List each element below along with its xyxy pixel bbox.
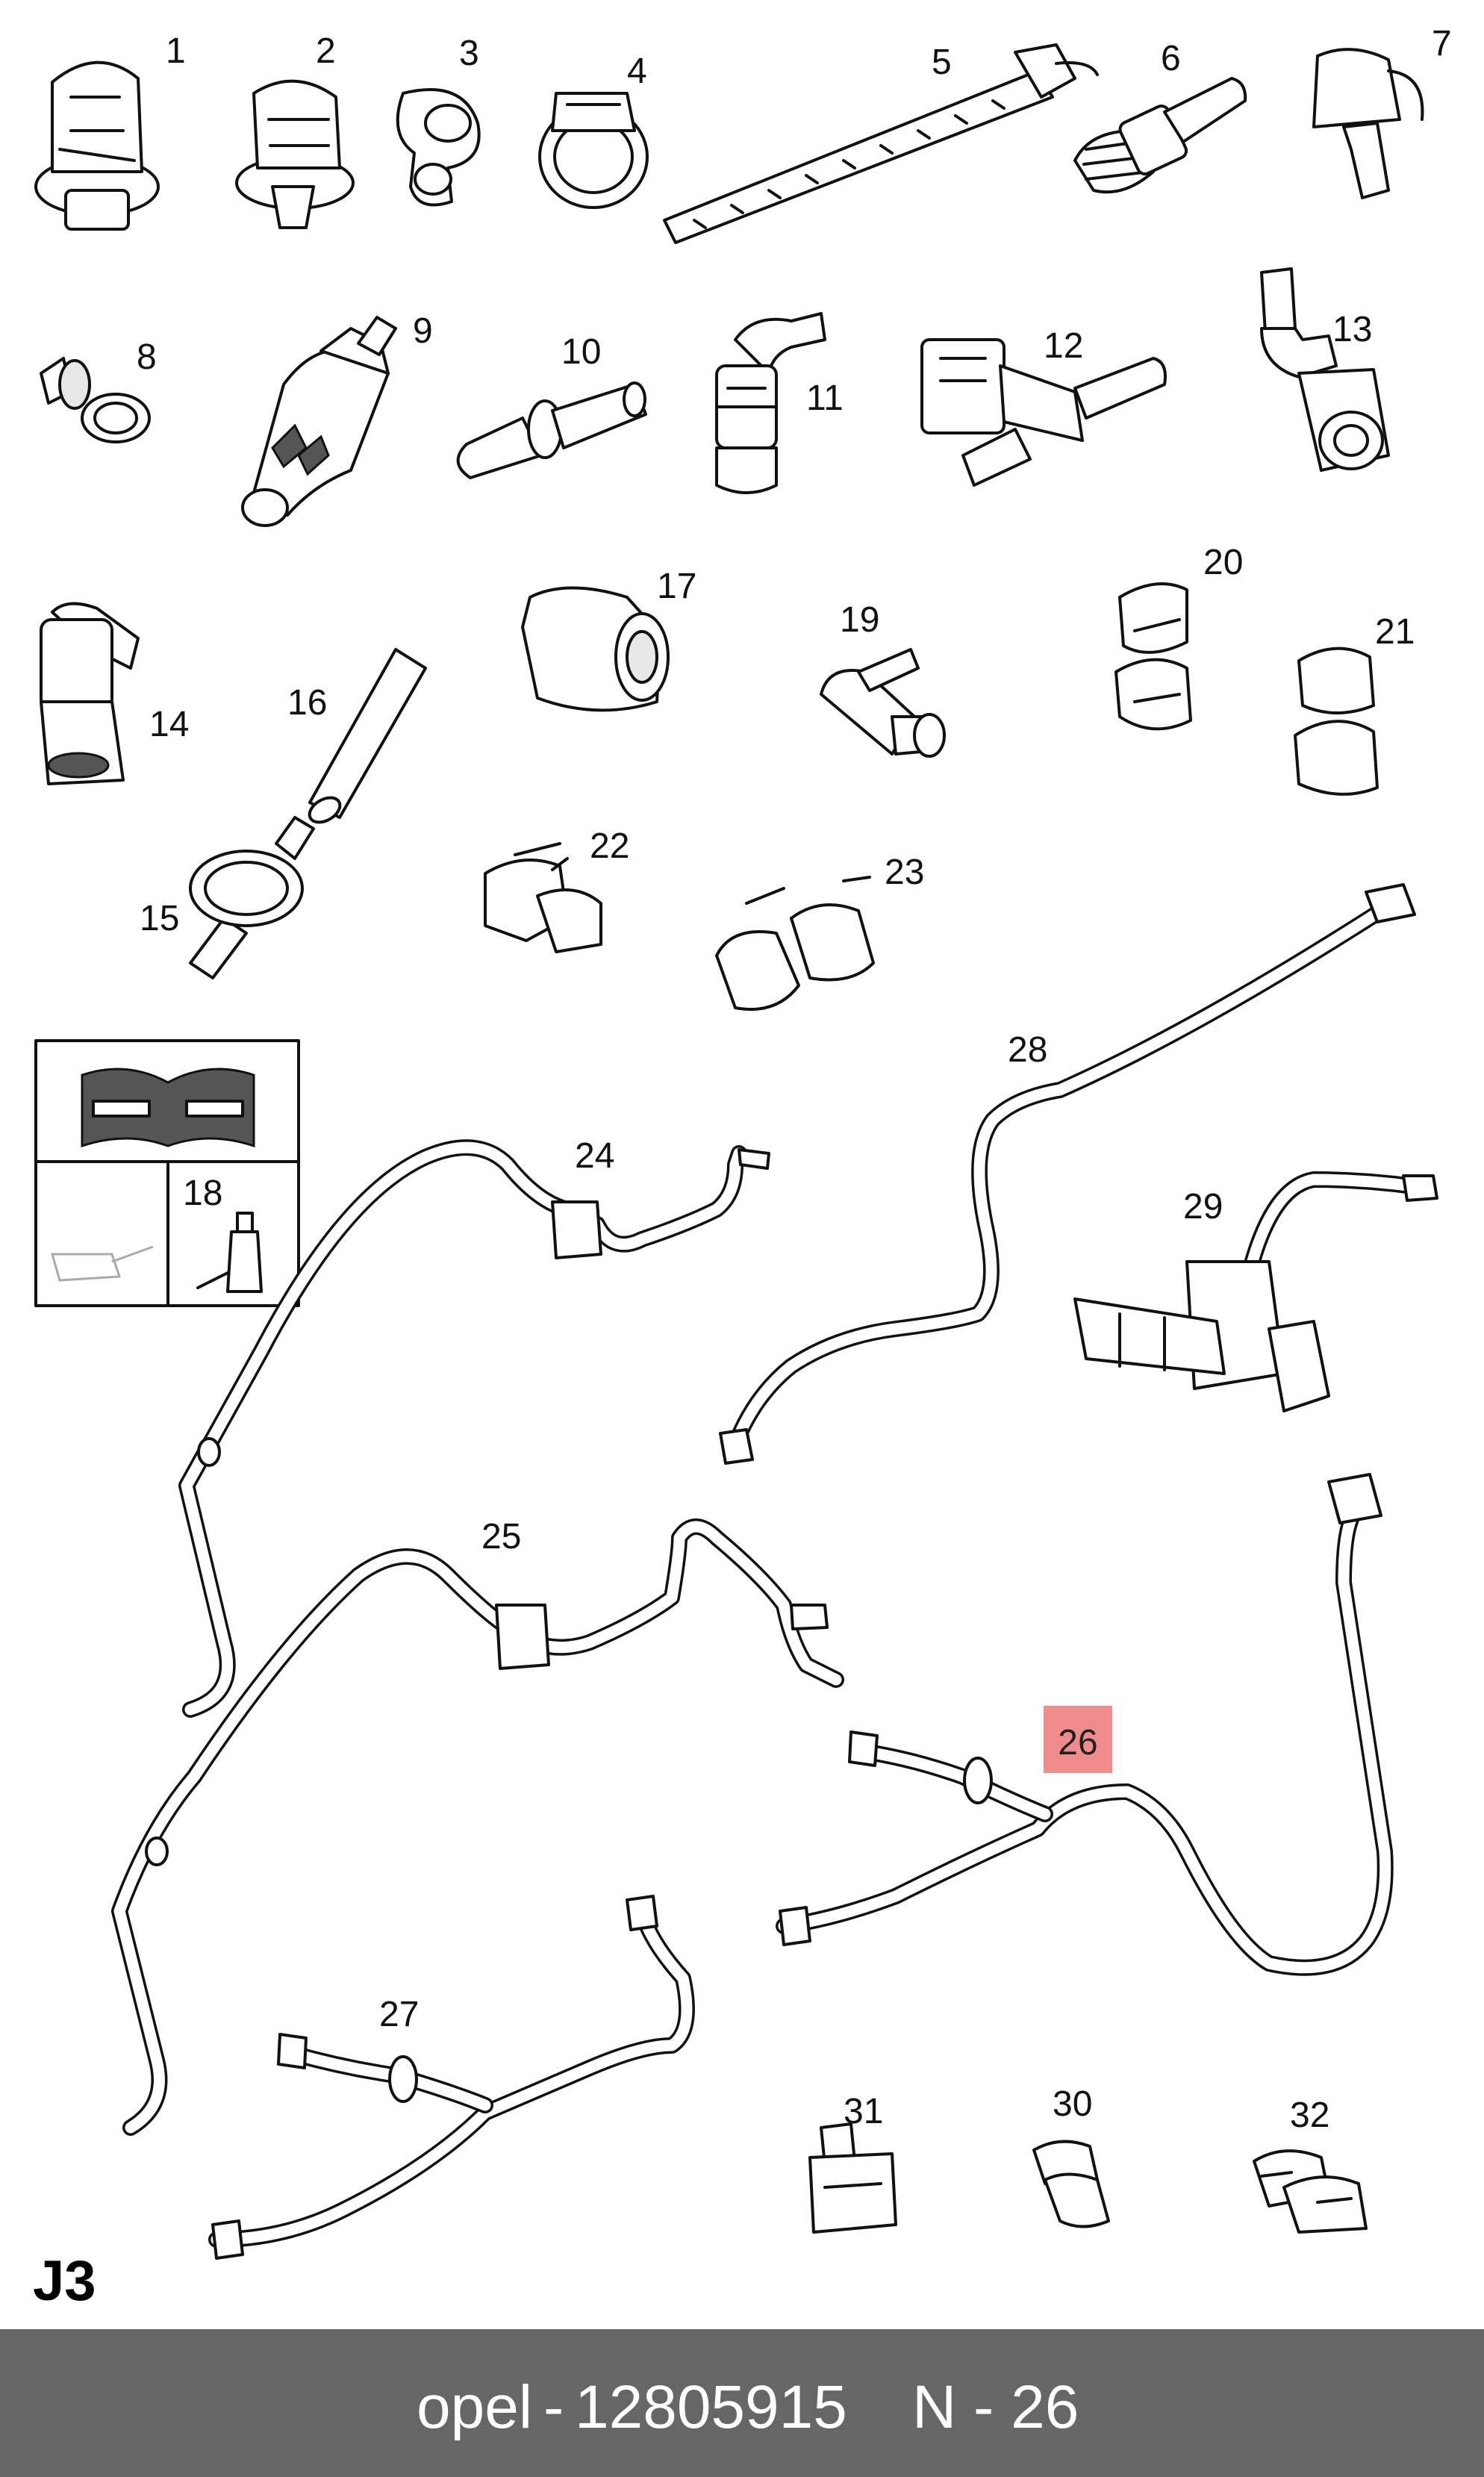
part-label-24: 24 (575, 1136, 615, 1176)
connector-icon (820, 648, 946, 758)
fuel-line-icon (178, 1139, 770, 1718)
part-label-27: 27 (379, 1995, 420, 2034)
oil-can-icon (51, 1245, 154, 1282)
clip-icon (1032, 2140, 1110, 2228)
part-label-32: 32 (1290, 2096, 1330, 2135)
part-label-19: 19 (840, 600, 880, 640)
part-label-16: 16 (287, 683, 328, 723)
footer-brand: opel (417, 2373, 533, 2441)
part-label-9: 9 (413, 311, 433, 351)
manual-wrench-icon (81, 1068, 255, 1148)
part-label-6: 6 (1161, 39, 1181, 78)
part-label-14: 14 (149, 705, 190, 744)
connector-icon (456, 381, 647, 479)
part-label-3: 3 (459, 34, 479, 73)
part-label-15: 15 (140, 899, 180, 938)
part-label-2: 2 (316, 31, 336, 71)
fuel-line-icon (719, 883, 1416, 1465)
connector-icon (920, 338, 1167, 487)
footer-bar: opel - 12805915 N - 26 (0, 2329, 1484, 2477)
diagram-drawing (34, 43, 1438, 2260)
footer-part-number: 12805915 (575, 2373, 847, 2441)
elbow-connector-icon (1260, 267, 1390, 472)
bolt-icon (40, 357, 151, 443)
part-label-23: 23 (885, 853, 925, 892)
check-valve-icon (189, 816, 315, 979)
sleeve-icon (521, 586, 670, 712)
fuel-line-icon (776, 1473, 1394, 1976)
part-label-7: 7 (1432, 24, 1452, 63)
part-label-28: 28 (1008, 1030, 1048, 1070)
part-label-17: 17 (657, 567, 697, 606)
part-label-8: 8 (137, 337, 157, 377)
double-clip-icon (1294, 646, 1379, 796)
footer-ref: N - 26 (912, 2373, 1079, 2441)
part-label-21: 21 (1375, 612, 1415, 652)
clip-icon (808, 2122, 897, 2234)
threaded-adapter-icon (1073, 77, 1247, 194)
part-label-26: 26 (1058, 1723, 1098, 1763)
part-label-20: 20 (1203, 543, 1244, 582)
elbow-connector-icon (40, 602, 140, 785)
fuel-line-icon (111, 1518, 844, 2136)
clip-icon (1253, 2149, 1368, 2234)
part-label-18: 18 (183, 1174, 223, 1213)
fuel-line-icon (208, 1895, 695, 2260)
part-label-29: 29 (1183, 1187, 1223, 1227)
double-clip-icon (715, 876, 875, 1011)
hose-icon (308, 648, 427, 824)
elbow-connector-icon (715, 312, 826, 494)
valve-assembly-icon (1073, 1171, 1438, 1412)
pipe-clip-icon (484, 842, 602, 953)
part-label-12: 12 (1044, 326, 1084, 366)
part-label-1: 1 (166, 31, 186, 71)
push-clip-icon (34, 60, 160, 231)
pipe-clip-icon (396, 88, 481, 207)
part-label-10: 10 (561, 332, 602, 372)
part-label-25: 25 (481, 1517, 522, 1557)
part-label-31: 31 (844, 2092, 884, 2131)
cable-tie-icon (663, 43, 1099, 244)
highlighted-part-label: 26 (1044, 1706, 1112, 1773)
clip-icon (1312, 48, 1424, 199)
push-clip-icon (235, 79, 355, 229)
quick-connector-icon (241, 316, 397, 527)
service-box (34, 1039, 300, 1307)
part-label-11: 11 (806, 378, 844, 418)
sealant-bottle-icon (196, 1212, 263, 1293)
part-label-22: 22 (590, 826, 630, 866)
footer-separator: - (543, 2373, 564, 2441)
parts-diagram: 1 2 3 4 5 6 7 8 9 10 11 12 13 14 15 16 1… (33, 24, 1452, 2314)
section-code: J3 (33, 2249, 96, 2313)
part-label-13: 13 (1332, 310, 1373, 349)
part-label-4: 4 (627, 52, 647, 91)
part-label-5: 5 (932, 43, 952, 82)
part-label-30: 30 (1053, 2084, 1093, 2124)
hose-clamp-icon (538, 92, 649, 209)
double-clip-icon (1114, 582, 1192, 731)
